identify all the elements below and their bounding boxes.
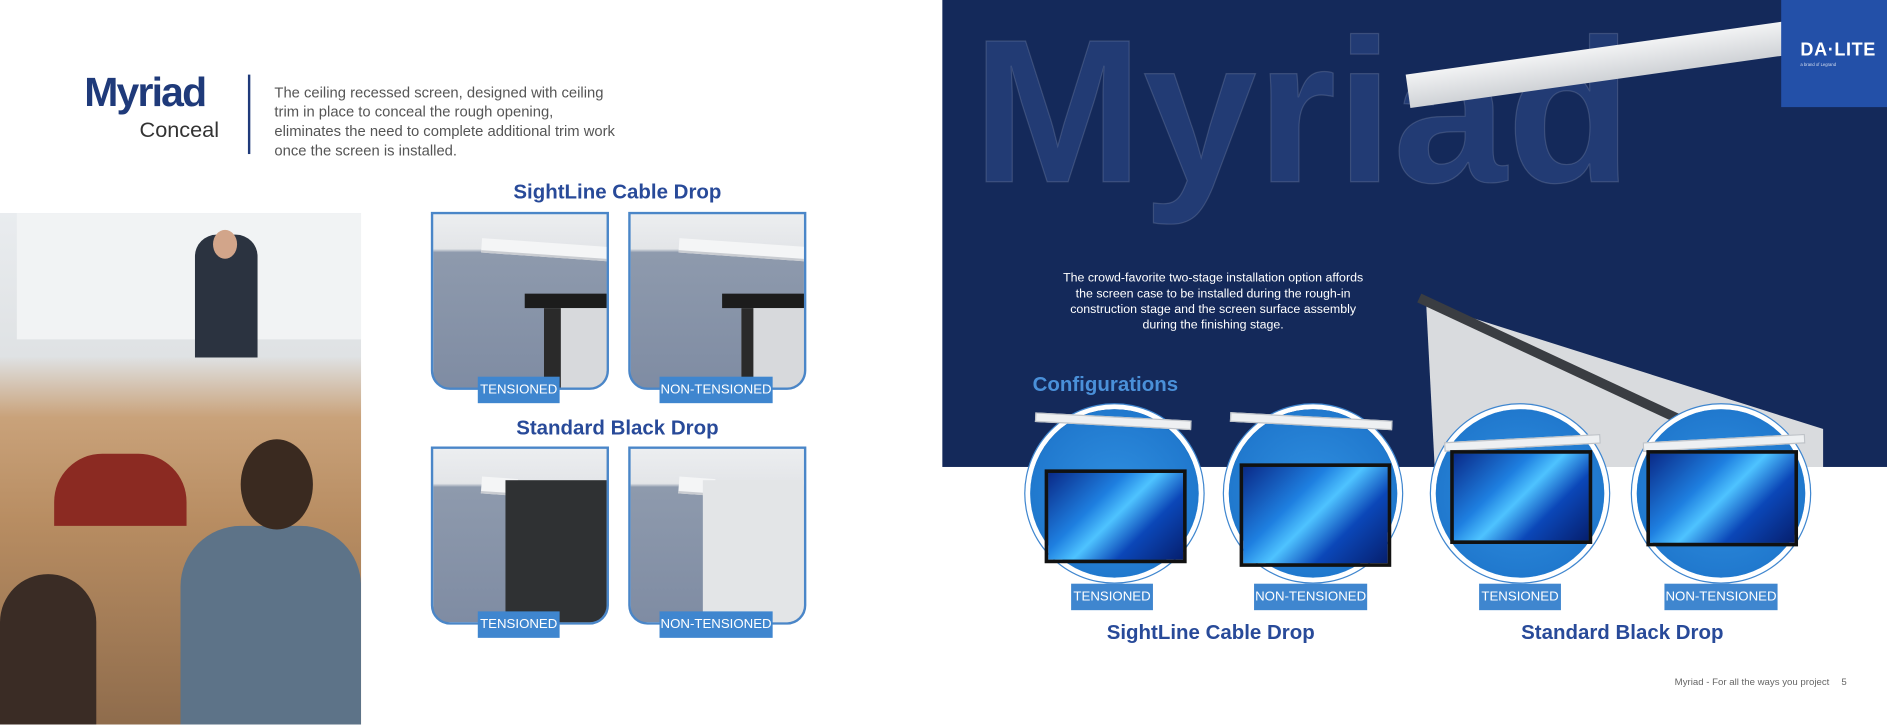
- section-title-standard-black: Standard Black Drop: [516, 416, 719, 440]
- config-label-non-tensioned: NON-TENSIONED: [1664, 583, 1778, 611]
- screen-swirl-image: [1450, 450, 1593, 544]
- group-title-sightline: SightLine Cable Drop: [1106, 621, 1315, 644]
- label-tensioned: TENSIONED: [477, 376, 560, 404]
- section-title-sightline: SightLine Cable Drop: [513, 180, 722, 204]
- divider: [247, 74, 251, 155]
- config-label-non-tensioned: NON-TENSIONED: [1254, 583, 1368, 611]
- configurations-title: Configurations: [1032, 373, 1179, 396]
- label-tensioned: TENSIONED: [477, 611, 560, 638]
- standard-tensioned-image: [430, 446, 609, 625]
- screen-swirl-image: [1239, 463, 1392, 567]
- myriad-logo-title: Myriad: [84, 69, 207, 116]
- brand-tagline: a brand of Legrand: [1800, 62, 1837, 68]
- screen-swirl-image: [1646, 450, 1799, 547]
- label-non-tensioned: NON-TENSIONED: [659, 611, 773, 638]
- sightline-non-tensioned-image: [628, 211, 807, 390]
- config-label-tensioned: TENSIONED: [1071, 583, 1153, 611]
- classroom-photo: [0, 213, 362, 725]
- dalite-logo: DA·LITE a brand of Legrand: [1781, 0, 1887, 108]
- config-label-tensioned: TENSIONED: [1479, 583, 1561, 611]
- sightline-tensioned-image: [430, 211, 609, 390]
- group-title-standard-black: Standard Black Drop: [1521, 621, 1724, 644]
- intro-text: The ceiling recessed screen, designed wi…: [274, 84, 615, 159]
- label-non-tensioned: NON-TENSIONED: [659, 376, 773, 404]
- brand-name: DA·LITE: [1800, 39, 1876, 61]
- page-number: 5: [1841, 676, 1847, 688]
- myriad-logo-subtitle: Conceal: [139, 117, 220, 143]
- footer-text: Myriad - For all the ways you project: [1674, 676, 1830, 688]
- standard-non-tensioned-image: [628, 446, 807, 625]
- screen-swirl-image: [1044, 469, 1187, 564]
- installation-description: The crowd-favorite two-stage installatio…: [1063, 271, 1364, 333]
- hero-panel: Myriad: [942, 0, 1887, 467]
- watermark-text: Myriad: [972, 0, 1633, 227]
